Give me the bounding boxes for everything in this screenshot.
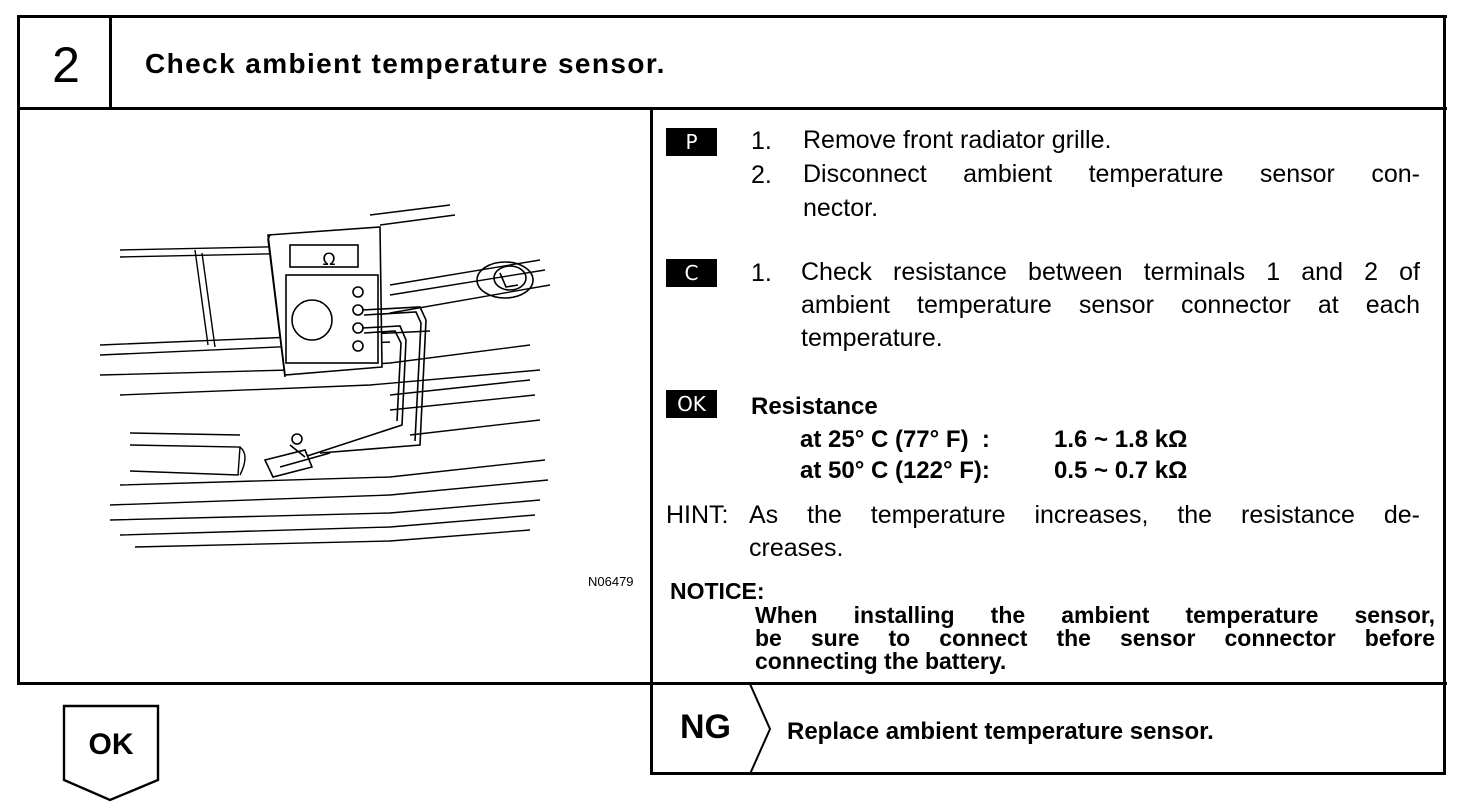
check-step-num: 1.	[751, 259, 772, 287]
lexus-emblem-icon	[476, 261, 534, 299]
hint-line-2: creases.	[749, 534, 844, 562]
spec-row-2-condition: at 50° C (122° F):	[800, 457, 990, 484]
check-tag: C	[666, 259, 717, 287]
notice-line-2: be sure to connect the sensor connector …	[755, 625, 1435, 651]
body-bottom	[17, 682, 1447, 685]
hint-line-1: As the temperature increases, the resist…	[749, 501, 1420, 529]
prepare-step-2-line-1: Disconnect ambient temperature sensor co…	[803, 160, 1420, 188]
ng-box-bottom	[650, 772, 1446, 775]
sensor-check-illustration	[99, 204, 551, 548]
prepare-step-2-num: 2.	[751, 161, 772, 189]
figure-divider	[650, 107, 653, 775]
ng-chevron-icon	[749, 684, 772, 774]
notice-label: NOTICE:	[670, 578, 765, 604]
prepare-step-1-text: Remove front radiator grille.	[803, 126, 1112, 154]
meter-symbol: Ω	[322, 250, 336, 270]
step-number: 2	[52, 37, 80, 93]
prepare-step-2-line-2: nector.	[803, 194, 879, 222]
check-line-3: temperature.	[801, 324, 943, 352]
ok-tag: OK	[666, 390, 717, 418]
prepare-step-1-num: 1.	[751, 127, 772, 155]
frame-top	[17, 15, 1447, 18]
header-divider	[17, 107, 1447, 110]
ng-action: Replace ambient temperature sensor.	[787, 718, 1214, 745]
ok-result-arrow-icon	[62, 704, 160, 802]
frame-left	[17, 15, 20, 685]
notice-line-1: When installing the ambient temperature …	[755, 602, 1435, 628]
prepare-tag: P	[666, 128, 717, 156]
multimeter-icon	[267, 226, 383, 378]
ok-result-label: OK	[88, 728, 134, 761]
step-title: Check ambient temperature sensor.	[145, 48, 666, 79]
check-line-1: Check resistance between terminals 1 and…	[801, 258, 1420, 286]
ng-label: NG	[680, 708, 731, 746]
resistance-heading: Resistance	[751, 393, 878, 420]
notice-line-3: connecting the battery.	[755, 648, 1007, 674]
spec-row-1-condition: at 25° C (77° F) :	[800, 426, 990, 453]
check-line-2: ambient temperature sensor connector at …	[801, 291, 1420, 319]
spec-row-2-value: 0.5 ~ 0.7 kΩ	[1054, 457, 1188, 484]
step-number-divider	[109, 15, 112, 109]
frame-right	[1443, 15, 1446, 775]
figure-code: N06479	[588, 574, 634, 589]
hint-label: HINT:	[666, 501, 729, 529]
spec-row-1-value: 1.6 ~ 1.8 kΩ	[1054, 426, 1188, 453]
